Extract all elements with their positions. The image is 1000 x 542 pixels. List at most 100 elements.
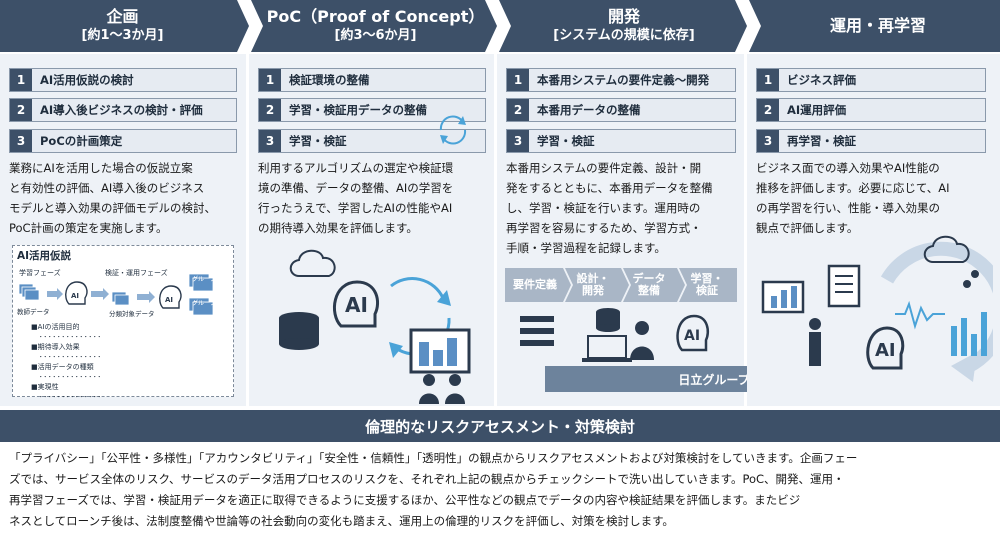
phase-description: 業務にAIを活用した場合の仮説立案 と有効性の評価、AI導入後のビジネス モデル… bbox=[9, 158, 244, 238]
database-icon bbox=[279, 338, 319, 350]
ai-box-item: ■活用データの種類 bbox=[31, 363, 94, 371]
phase-header-planning: 企画 [約1～3か月] bbox=[0, 0, 245, 52]
refresh-cycle-icon bbox=[439, 115, 467, 145]
step-item: 3 再学習・検証 bbox=[756, 129, 986, 153]
step-item: 3 学習・検証 bbox=[506, 129, 736, 153]
database-icon bbox=[596, 308, 620, 332]
phase-chevron-2 bbox=[251, 0, 497, 52]
documents-icon bbox=[520, 316, 554, 346]
step-label: PoCの計画策定 bbox=[40, 134, 123, 148]
desc-line: 発をするとともに、本番用データを整備 bbox=[506, 181, 713, 195]
group-b-label: グループB bbox=[192, 300, 220, 307]
ai-box-item: ■期待導入効果 bbox=[31, 343, 80, 351]
step-label: 学習・検証 bbox=[289, 134, 347, 148]
phase-chevron-3 bbox=[499, 0, 747, 52]
flow-label: 設計・ 開発 bbox=[576, 272, 610, 297]
chart-board-icon bbox=[761, 280, 805, 314]
ai-head-icon: AI bbox=[332, 280, 380, 328]
step-item: 1 本番用システムの要件定義～開発 bbox=[506, 68, 736, 92]
dev-flow-chevrons bbox=[505, 268, 737, 302]
bottom-line: 再学習フェーズでは、学習・検証用データを適正に取得できるように支援するほか、公平… bbox=[9, 493, 801, 507]
desc-line: 本番用システムの要件定義、設計・開 bbox=[506, 161, 702, 175]
svg-text:AI: AI bbox=[875, 340, 896, 361]
ethics-description: 「プライバシー」「公平性・多様性」「アカウンタビリティ」「安全性・信頼性」「透明… bbox=[9, 448, 994, 532]
desc-line: の再学習を行い、性能・導入効果の bbox=[756, 201, 940, 215]
ai-head-text: AI bbox=[71, 292, 79, 300]
phase-chevrons bbox=[0, 0, 1000, 52]
step-number: 2 bbox=[757, 99, 779, 121]
ai-hypothesis-diagram: AI AI bbox=[18, 274, 214, 316]
phase-header-development: 開発 [システムの規模に依存] bbox=[506, 0, 742, 52]
ai-box-items: ■AIの活用目的 ･･････････････ ■期待導入効果 ････････… bbox=[31, 323, 102, 401]
person-laptop-icon bbox=[582, 321, 654, 362]
step-label: 再学習・検証 bbox=[787, 134, 856, 148]
step-label: AI導入後ビジネスの検討・評価 bbox=[40, 103, 203, 117]
teacher-data-label: 教師データ bbox=[17, 308, 50, 316]
doc-icon bbox=[114, 294, 130, 306]
ethics-bar: 倫理的なリスクアセスメント・対策検討 bbox=[0, 410, 1000, 442]
phase-header-poc: PoC（Proof of Concept） [約3～6か月] bbox=[258, 0, 493, 52]
presentation-board-icon bbox=[409, 328, 471, 374]
phase-title: PoC（Proof of Concept） bbox=[266, 7, 485, 26]
flow-label: データ 整備 bbox=[632, 272, 666, 297]
step-number: 2 bbox=[507, 99, 529, 121]
step-number: 2 bbox=[259, 99, 281, 121]
step-number: 3 bbox=[757, 130, 779, 152]
step-label: 学習・検証 bbox=[537, 134, 595, 148]
step-number: 1 bbox=[757, 69, 779, 91]
report-icon bbox=[827, 264, 861, 308]
bottom-line: ズでは、サービス全体のリスク、サービスのデータ活用プロセスのリスクを、それぞれ上… bbox=[9, 472, 845, 486]
doc-icon bbox=[192, 277, 214, 292]
bottom-line: ネスとしてローンチ後は、法制度整備や世論等の社会動向の変化も踏まえ、運用上の倫理… bbox=[9, 514, 674, 528]
phase-chevron-1 bbox=[0, 0, 249, 52]
flow-step-requirements bbox=[505, 268, 571, 302]
poc-illustration: AI bbox=[279, 249, 471, 404]
doc-icon bbox=[24, 289, 40, 301]
step-number: 3 bbox=[507, 130, 529, 152]
arrow-icon bbox=[47, 288, 63, 300]
operation-illustration: AI bbox=[761, 235, 993, 382]
ai-head-icon: AI bbox=[159, 285, 182, 309]
desc-line: 行ったうえで、学習したAIの性能やAI bbox=[258, 201, 453, 215]
people-icon bbox=[419, 374, 465, 404]
step-item: 3 学習・検証 bbox=[258, 129, 486, 153]
step-item: 2 AI運用評価 bbox=[756, 98, 986, 122]
step-item: 2 本番用データの整備 bbox=[506, 98, 736, 122]
step-item: 2 AI導入後ビジネスの検討・評価 bbox=[9, 98, 237, 122]
dev-illustration: AI bbox=[520, 308, 710, 362]
person-presenting-icon bbox=[809, 318, 821, 366]
desc-line: 再学習を容易にするため、学習方式・ bbox=[506, 221, 702, 235]
cloud-network-icon bbox=[923, 235, 979, 288]
phase-title: 企画 bbox=[106, 7, 139, 26]
desc-line: ビジネス面での導入効果やAI性能の bbox=[756, 161, 940, 175]
step-number: 2 bbox=[10, 99, 32, 121]
step-item: 1 検証環境の整備 bbox=[258, 68, 486, 92]
learning-phase-label: 学習フェーズ bbox=[19, 269, 61, 277]
step-label: 検証環境の整備 bbox=[289, 73, 370, 87]
phase-title: 運用・再学習 bbox=[829, 16, 926, 35]
desc-line: 境の準備、データの整備、AIの学習を bbox=[258, 181, 454, 195]
column-operation: 1 ビジネス評価 2 AI運用評価 3 再学習・検証 ビジネス面での導入効果やA… bbox=[747, 54, 1000, 406]
arrow-icon bbox=[91, 288, 109, 300]
ai-head-icon: AI bbox=[676, 314, 710, 352]
desc-line: 業務にAIを活用した場合の仮説立案 bbox=[9, 161, 193, 175]
flow-label: 学習・ 検証 bbox=[690, 272, 724, 297]
phase-duration: [システムの規模に依存] bbox=[553, 28, 695, 43]
desc-line: 利用するアルゴリズムの選定や検証環 bbox=[258, 161, 454, 175]
step-item: 1 ビジネス評価 bbox=[756, 68, 986, 92]
ethics-bar-title: 倫理的なリスクアセスメント・対策検討 bbox=[365, 417, 635, 436]
step-number: 3 bbox=[259, 130, 281, 152]
flow-label: 要件定義 bbox=[513, 278, 557, 291]
signal-monitor-icon bbox=[895, 300, 987, 356]
desc-line: し、学習・検証を行います。運用時の bbox=[506, 201, 701, 215]
desc-line: PoC計画の策定を実施します。 bbox=[9, 221, 168, 235]
phase-description: 利用するアルゴリズムの選定や検証環 境の準備、データの整備、AIの学習を 行った… bbox=[258, 158, 493, 238]
ai-head-icon: AI bbox=[866, 326, 905, 370]
cloud-icon bbox=[289, 249, 336, 277]
ai-box-item: ■AIの活用目的 bbox=[31, 323, 80, 331]
ai-hypothesis-box: AI活用仮説 学習フェーズ 検証・運用フェーズ AI AI グループA グループ… bbox=[12, 245, 234, 401]
flow-step-data bbox=[623, 268, 685, 302]
phase-chevron-4 bbox=[749, 0, 1000, 52]
desc-line: の期待導入効果を評価します。 bbox=[258, 221, 418, 235]
ai-head-text: AI bbox=[165, 296, 173, 304]
